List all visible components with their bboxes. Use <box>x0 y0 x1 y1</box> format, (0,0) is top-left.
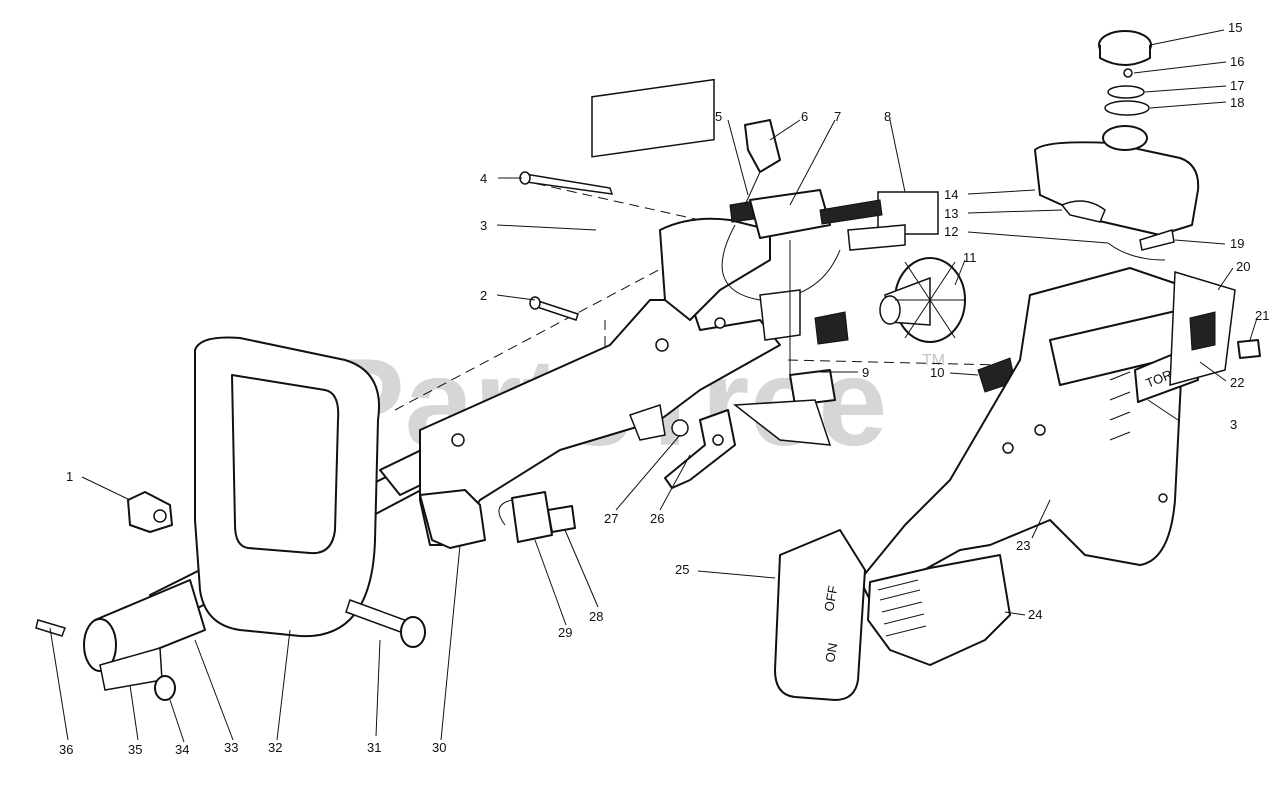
fuel-tank-14 <box>1034 125 1200 236</box>
callout-31: 31 <box>367 740 381 755</box>
callout-35: 35 <box>128 742 142 757</box>
switch-bracket <box>749 189 906 251</box>
fuel-cap-stack <box>1098 30 1152 116</box>
fuel-line <box>1107 229 1175 261</box>
callout-4: 4 <box>480 171 487 186</box>
clip-28 <box>547 505 576 533</box>
switch-on-label: ON <box>822 642 840 664</box>
decal-left <box>591 78 715 158</box>
right-housing-half: TORO <box>859 267 1236 601</box>
switch-off-label: OFF <box>821 584 840 612</box>
switch-cover-25: OFF ON <box>774 529 866 701</box>
callout-3: 3 <box>1230 417 1237 432</box>
callout-9: 9 <box>862 365 869 380</box>
callout-12: 12 <box>944 224 958 239</box>
screw-2 <box>529 296 579 321</box>
washer-17 <box>1107 85 1145 99</box>
callout-2: 2 <box>480 288 487 303</box>
callout-30: 30 <box>432 740 446 755</box>
knob-1 <box>127 491 173 533</box>
callout-32: 32 <box>268 740 282 755</box>
tank-strap-13 <box>1060 200 1106 223</box>
lower-bracket-30 <box>419 489 486 549</box>
callout-10: 10 <box>930 365 944 380</box>
callout-24: 24 <box>1028 607 1042 622</box>
nut-34 <box>154 675 176 701</box>
callout-25: 25 <box>675 562 689 577</box>
callout-29: 29 <box>558 625 572 640</box>
callout-27: 27 <box>604 511 618 526</box>
bolt-31 <box>345 599 426 648</box>
front-clamp <box>35 579 206 701</box>
callout-34: 34 <box>175 742 189 757</box>
callout-17: 17 <box>1230 78 1244 93</box>
callout-36: 36 <box>59 742 73 757</box>
callout-26: 26 <box>650 511 664 526</box>
callout-33: 33 <box>224 740 238 755</box>
callout-15: 15 <box>1228 20 1242 35</box>
callout-18: 18 <box>1230 95 1244 110</box>
motor-fan-11 <box>879 257 966 343</box>
callout-14: 14 <box>944 187 958 202</box>
callout-7: 7 <box>834 109 841 124</box>
callout-16: 16 <box>1230 54 1244 69</box>
callout-23: 23 <box>1016 538 1030 553</box>
screw-4 <box>519 171 614 195</box>
callout-21: 21 <box>1255 308 1269 323</box>
watermark-tm: TM <box>922 352 945 369</box>
callout-5: 5 <box>715 109 722 124</box>
callout-labels: 1 2 3 3 4 5 6 7 8 9 10 11 12 13 14 15 16… <box>59 20 1269 757</box>
callout-20: 20 <box>1236 259 1250 274</box>
grip-cover-24 <box>867 554 1011 666</box>
spring-27 <box>671 419 689 437</box>
switch-29 <box>498 491 576 543</box>
callout-1: 1 <box>66 469 73 484</box>
callout-8: 8 <box>884 109 891 124</box>
leader-lines <box>49 29 1258 743</box>
clip-21 <box>1237 339 1261 359</box>
valve-16 <box>1123 68 1133 78</box>
callout-19: 19 <box>1230 236 1244 251</box>
left-housing-half <box>419 217 781 546</box>
callout-6: 6 <box>801 109 808 124</box>
gasket-18 <box>1104 100 1150 116</box>
callout-28: 28 <box>589 609 603 624</box>
callout-13: 13 <box>944 206 958 221</box>
callout-11: 11 <box>963 250 977 265</box>
handle-32 <box>194 336 380 638</box>
callout-22: 22 <box>1230 375 1244 390</box>
brush-holder-9 <box>759 240 849 406</box>
callout-3: 3 <box>480 218 487 233</box>
fitting-19 <box>1139 229 1175 251</box>
